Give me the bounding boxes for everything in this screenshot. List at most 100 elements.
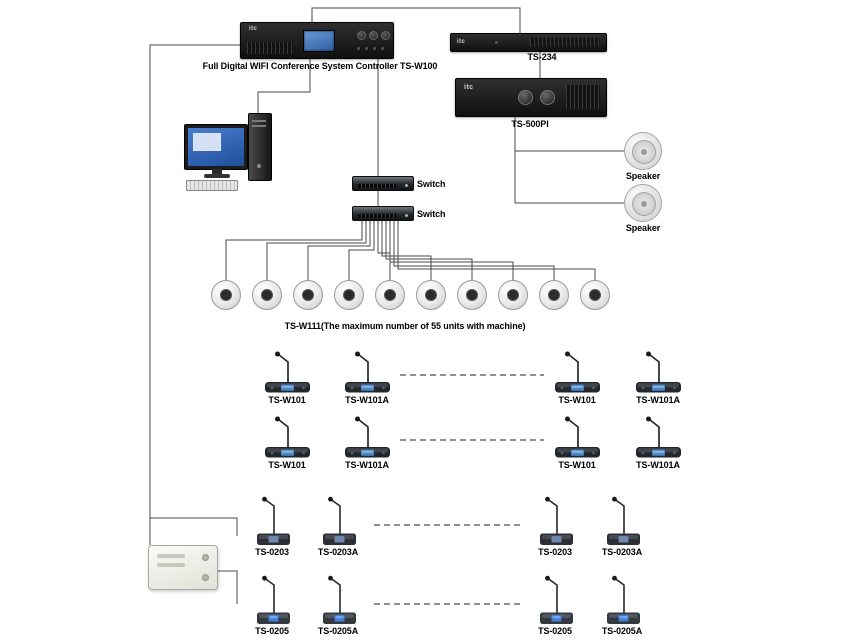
pc-tower [248,113,272,181]
speaker-cone [632,140,656,164]
mic-label: TS-0205 [255,626,289,636]
pc-screen-window [193,133,221,151]
mic-label: TS-W101A [345,395,389,405]
controller-knob [369,31,378,40]
mic-unit-ts-0205 [244,574,300,626]
ts-234-label: TS-234 [527,52,557,62]
mic-unit-ts-0205a [310,574,366,626]
speaker-dot [641,149,647,155]
gooseneck-mic-icon [606,574,641,625]
power-box [148,545,218,590]
controller-screen [303,30,335,52]
drive-bay [252,120,266,122]
ceiling-unit-ts-w111 [252,280,282,310]
rack-unit-ts-234: itc [450,33,607,52]
indicator-led [495,41,498,44]
ceiling-unit-center [425,289,437,301]
gooseneck-mic-icon [256,495,291,546]
switch-led [405,184,408,187]
ceiling-unit-center [548,289,560,301]
network-switch-2 [352,206,414,221]
ceiling-unit-center [589,289,601,301]
mic-unit-ts-0203a [594,495,650,547]
mic-label: TS-W101A [345,460,389,470]
power-box-detail [157,554,185,558]
power-button [257,164,261,168]
gooseneck-mic-icon [344,350,391,394]
mic-unit-ts-w101a [339,414,395,460]
power-box-screw [202,574,209,581]
mic-unit-ts-w101a [339,349,395,395]
mic-unit-ts-w101a [630,349,686,395]
controller-knob [381,31,390,40]
speaker-cone [632,192,656,216]
volume-knob [540,90,555,105]
ceiling-unit-center [384,289,396,301]
gooseneck-mic-icon [322,495,357,546]
mic-label: TS-W101 [268,460,306,470]
gooseneck-mic-icon [539,574,574,625]
gooseneck-mic-icon [264,350,311,394]
ceiling-speaker [624,184,662,222]
ceiling-unit-center [466,289,478,301]
power-box-screw [202,554,209,561]
gooseneck-mic-icon [322,574,357,625]
mic-label: TS-0203 [538,547,572,557]
switch-ports [358,184,396,188]
ceiling-unit-center [302,289,314,301]
vent-grille [566,85,600,109]
ceiling-speaker [624,132,662,170]
gooseneck-mic-icon [539,495,574,546]
switch-label: Switch [417,179,446,189]
gooseneck-mic-icon [554,415,601,459]
ceiling-unit-ts-w111 [334,280,364,310]
monitor-base [204,174,230,178]
pc-monitor [184,124,248,170]
mic-label: TS-W101A [636,460,680,470]
ceiling-unit-ts-w111 [416,280,446,310]
pc-screen [188,128,244,166]
gooseneck-mic-icon [635,350,682,394]
controller-knob [357,31,366,40]
mic-label: TS-W101 [558,395,596,405]
conference-controller-ts-w100: itc [240,22,394,59]
ceiling-unit-ts-w111 [293,280,323,310]
ceiling-unit-center [220,289,232,301]
mic-label: TS-W101 [268,395,306,405]
gooseneck-mic-icon [606,495,641,546]
mic-unit-ts-0203 [527,495,583,547]
switch-ports [358,214,396,218]
gooseneck-mic-icon [256,574,291,625]
brand-logo: itc [457,39,466,45]
ceiling-unit-center [507,289,519,301]
mic-unit-ts-w101 [549,349,605,395]
gooseneck-mic-icon [264,415,311,459]
ceiling-unit-ts-w111 [580,280,610,310]
mic-unit-ts-w101a [630,414,686,460]
mic-label: TS-0203A [601,547,643,557]
speaker-label: Speaker [625,223,661,233]
mic-label: TS-0205A [317,626,359,636]
gooseneck-mic-icon [344,415,391,459]
ceiling-unit-ts-w111 [457,280,487,310]
controller-button [381,47,384,50]
mic-unit-ts-0205 [527,574,583,626]
ceiling-unit-center [343,289,355,301]
mic-unit-ts-w101 [259,349,315,395]
mic-label: TS-0205 [538,626,572,636]
ceiling-unit-ts-w111 [498,280,528,310]
ceiling-unit-ts-w111 [375,280,405,310]
gooseneck-mic-icon [554,350,601,394]
mic-label: TS-W101A [636,395,680,405]
speaker-label: Speaker [625,171,661,181]
speaker-dot [641,201,647,207]
switch-label: Switch [417,209,446,219]
amplifier-label: TS-500PI [511,119,549,129]
ceiling-unit-ts-w111 [211,280,241,310]
controller-label: Full Digital WIFI Conference System Cont… [202,61,438,71]
mic-unit-ts-w101 [259,414,315,460]
controller-button [373,47,376,50]
ceiling-units-caption: TS-W111(The maximum number of 55 units w… [284,321,526,331]
